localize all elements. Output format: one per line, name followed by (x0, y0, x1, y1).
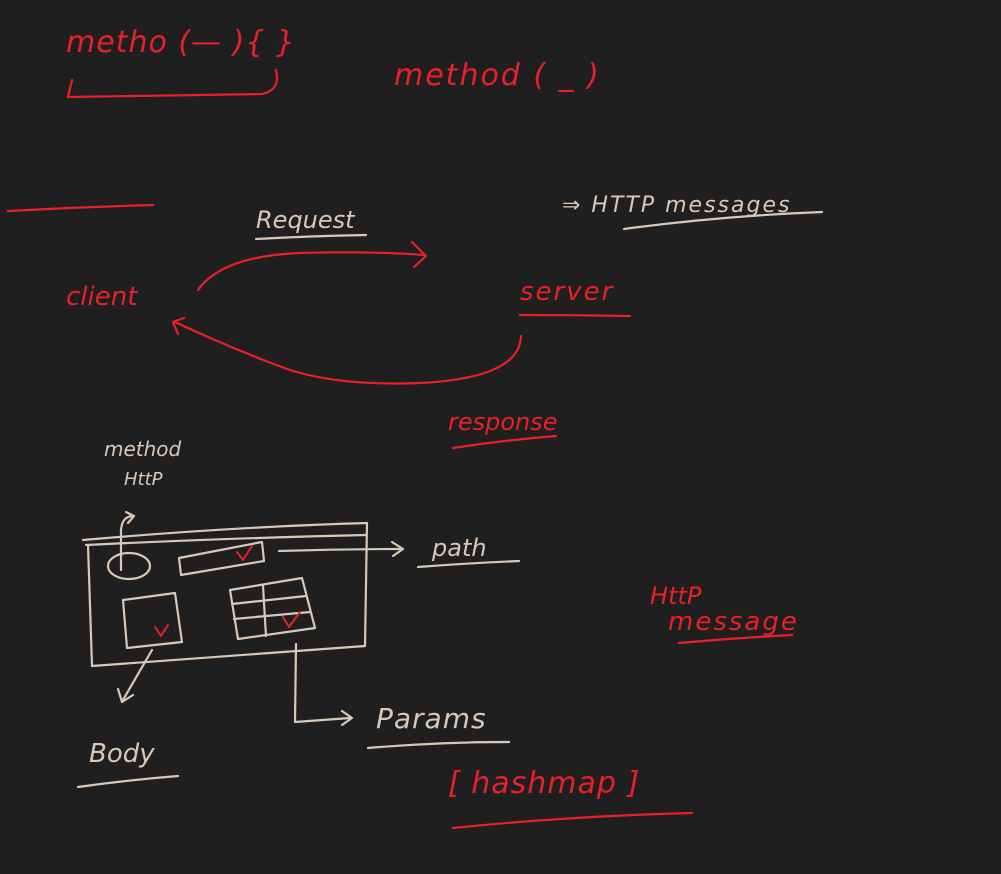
http-messages-underline (622, 210, 824, 231)
http-small-label: HttP (124, 469, 163, 490)
address-bar (177, 540, 266, 577)
separator-line (6, 203, 155, 213)
method-pointer (119, 514, 134, 572)
body-arrow-head (116, 687, 135, 704)
request-underline (254, 233, 368, 241)
request-arrow (196, 251, 427, 292)
path-label: path (431, 534, 487, 562)
method-braces-bracket (66, 68, 279, 99)
response-underline (451, 434, 558, 450)
body-label: Body (89, 739, 155, 769)
request-label: Request (256, 206, 356, 234)
method-braces-label: metho (— ){ } (66, 25, 296, 60)
address-bar-check (236, 545, 253, 561)
method-label: method (104, 437, 182, 461)
client-label: client (66, 282, 138, 312)
response-arrow-head (171, 316, 186, 336)
params-table-check (282, 611, 301, 628)
body-box (121, 591, 184, 650)
params-table-rows (230, 584, 312, 638)
path-underline (416, 559, 521, 569)
params-arrow (293, 642, 352, 724)
page-sketch-frame (81, 521, 369, 668)
request-arrow-head (410, 240, 428, 269)
params-arrow-head (340, 709, 354, 727)
http-message-label-line1: HttP (650, 582, 702, 610)
body-box-check (154, 624, 169, 637)
path-arrow (277, 547, 402, 553)
http-messages-label: ⇒ HTTP messages (562, 193, 791, 218)
body-underline (76, 774, 180, 789)
hashmap-label: [ hashmap ] (448, 766, 640, 801)
params-table (228, 576, 317, 641)
http-message-label-line2: message (668, 607, 799, 637)
response-arrow (173, 320, 523, 385)
page-sketch-top-line (84, 533, 368, 547)
http-message-underline (677, 633, 794, 645)
response-label: response (448, 408, 558, 436)
server-label: server (520, 277, 615, 307)
path-arrow-head (390, 540, 405, 558)
method-call-label: method ( _ ) (394, 58, 601, 93)
body-arrow (121, 648, 154, 702)
method-circle (106, 551, 152, 581)
server-underline (518, 313, 632, 318)
method-pointer-head (124, 510, 136, 525)
params-underline (366, 740, 511, 750)
hashmap-underline (451, 811, 694, 830)
params-label: Params (376, 702, 487, 735)
